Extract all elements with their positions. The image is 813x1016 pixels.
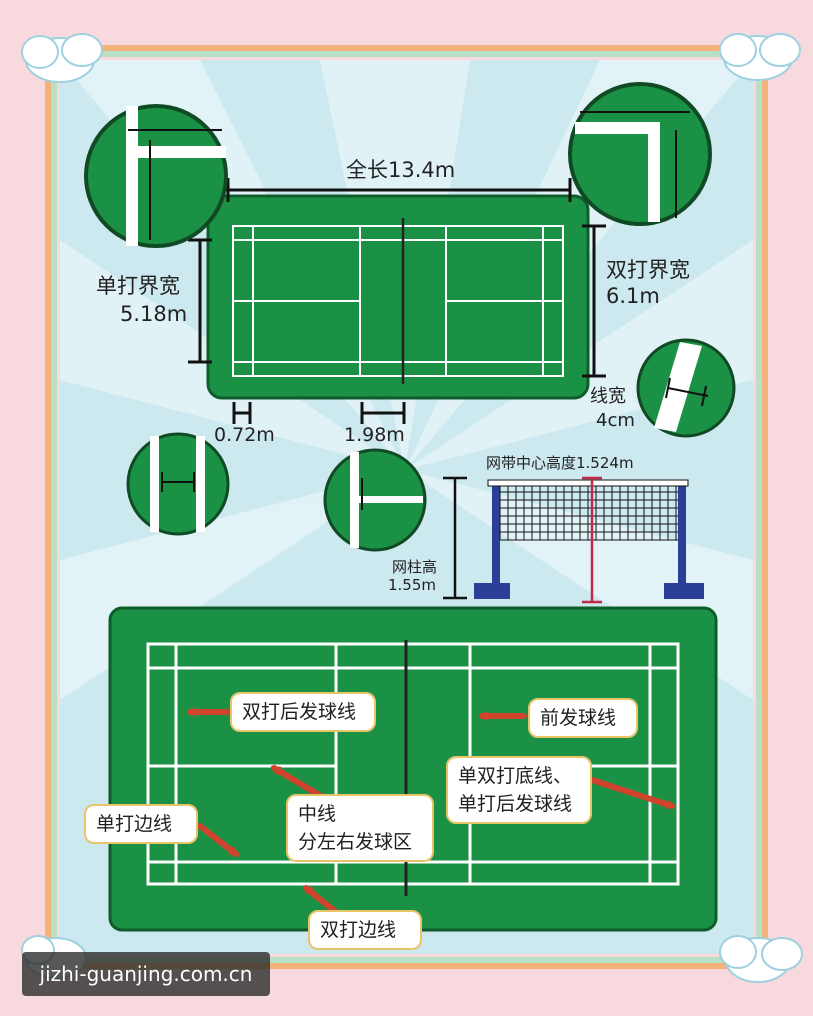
corner-magnifier-left: [84, 104, 228, 248]
corner-magnifier-right: [568, 82, 712, 226]
callout-doubles-sideline: 双打边线: [308, 910, 422, 950]
callout-short-service: 前发球线: [528, 698, 638, 738]
bottom-court: [108, 606, 718, 932]
line-width-title: 线宽: [590, 386, 626, 407]
dimension-lines: [188, 178, 606, 424]
long-service-gap-label: 0.72m: [214, 424, 275, 446]
cloud-icon: [719, 33, 801, 81]
net-post: [492, 482, 500, 586]
badminton-net: [443, 476, 704, 604]
net-post: [678, 482, 686, 586]
full-length-label: 全长13.4m: [346, 158, 456, 182]
singles-width-value: 5.18m: [120, 302, 188, 326]
arrows: [186, 707, 676, 915]
doubles-width-value: 6.1m: [606, 284, 660, 308]
callout-baseline: 单双打底线、 单打后发球线: [446, 756, 592, 824]
gap-magnifier-198: [323, 448, 427, 552]
line-width-magnifier: [636, 338, 736, 438]
singles-width-title: 单打界宽: [96, 274, 180, 298]
line-width-value: 4cm: [596, 410, 635, 431]
post-height-value: 1.55m: [388, 576, 437, 594]
net-center-height-label: 网带中心高度1.524m: [486, 454, 634, 472]
cloud-icon: [21, 33, 103, 83]
callout-singles-sideline: 单打边线: [84, 804, 198, 844]
callout-center-line: 中线 分左右发球区: [286, 794, 434, 862]
gap-magnifier-072: [126, 432, 230, 536]
post-height-title: 网柱高: [392, 558, 438, 576]
cloud-icon: [719, 935, 803, 983]
top-court: [206, 194, 590, 400]
rainbow-border: [45, 45, 768, 969]
doubles-width-title: 双打界宽: [606, 258, 690, 282]
callout-doubles-long-service: 双打后发球线: [230, 692, 376, 732]
watermark: jizhi-guanjing.com.cn: [22, 952, 270, 996]
short-service-gap-label: 1.98m: [344, 424, 405, 446]
